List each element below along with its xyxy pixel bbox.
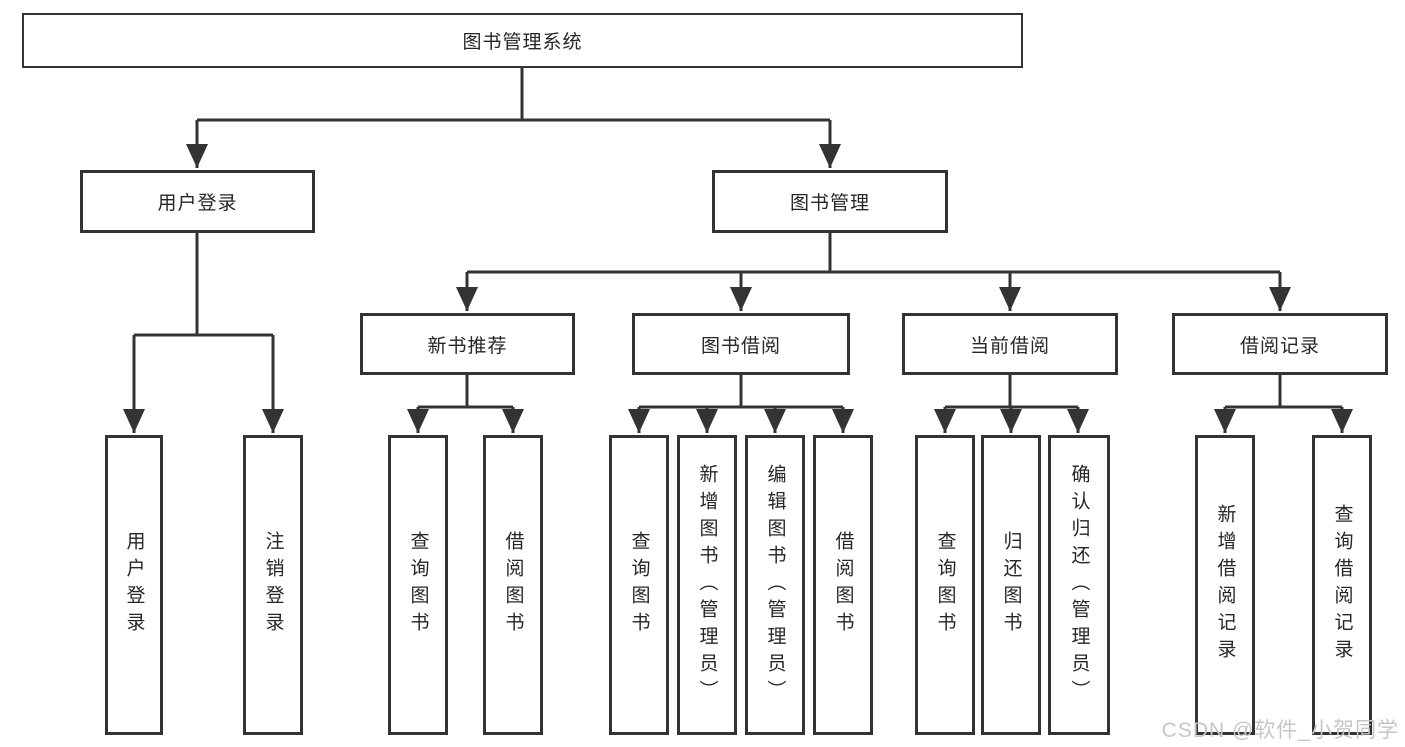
leaf-label: 确认归还（管理员） — [1068, 463, 1090, 707]
connector-current-borrow-children — [934, 375, 1089, 433]
node-label: 当前借阅 — [969, 335, 1050, 357]
connector-bus — [467, 233, 1280, 274]
leaf-label: 借阅图书 — [832, 531, 854, 639]
leaf-label: 查询图书 — [407, 531, 429, 639]
leaf-search-borrow-record: 查询借阅记录 — [1312, 435, 1372, 735]
connector-bus — [945, 375, 1078, 409]
leaf-return-books: 归还图书 — [981, 435, 1041, 735]
connector-root-to-level2 — [186, 68, 841, 168]
leaf-label: 新增借阅记录 — [1214, 504, 1236, 666]
node-user-login-branch: 用户登录 — [80, 170, 315, 233]
node-label: 新书推荐 — [427, 335, 508, 357]
leaf-edit-book-admin: 编辑图书（管理员） — [745, 435, 805, 735]
leaf-user-login: 用户登录 — [105, 435, 163, 735]
connector-book-borrow-children — [628, 375, 854, 433]
node-new-book-recommend: 新书推荐 — [360, 313, 575, 375]
connector-borrow-record-children — [1214, 375, 1353, 433]
node-label: 图书借阅 — [700, 335, 781, 357]
connector-new-book-children — [407, 375, 524, 433]
leaf-borrow-books: 借阅图书 — [813, 435, 873, 735]
leaf-label: 归还图书 — [1000, 531, 1022, 639]
leaf-label: 查询图书 — [628, 531, 650, 639]
leaf-logout: 注销登录 — [243, 435, 303, 735]
leaf-label: 查询借阅记录 — [1331, 504, 1353, 666]
leaf-borrow-books-recommend: 借阅图书 — [483, 435, 543, 735]
leaf-label: 新增图书（管理员） — [696, 463, 718, 707]
node-label: 图书管理 — [789, 193, 870, 214]
leaf-search-books-recommend: 查询图书 — [388, 435, 448, 735]
csdn-watermark: CSDN @软件_小贺同学 — [1161, 719, 1399, 742]
leaf-label: 查询图书 — [934, 531, 956, 639]
node-book-management-branch: 图书管理 — [712, 170, 948, 233]
leaf-label: 用户登录 — [123, 531, 145, 639]
leaf-label: 注销登录 — [262, 531, 284, 639]
node-label: 借阅记录 — [1239, 335, 1320, 357]
connector-bus — [1225, 375, 1342, 409]
node-current-borrow: 当前借阅 — [902, 313, 1118, 375]
connector-book-mgmt-children — [456, 233, 1291, 311]
node-borrow-records: 借阅记录 — [1172, 313, 1388, 375]
leaf-search-books-borrow: 查询图书 — [609, 435, 669, 735]
connector-bus — [418, 375, 513, 409]
leaf-confirm-return-admin: 确认归还（管理员） — [1048, 435, 1110, 735]
connector-user-login-children — [123, 233, 284, 433]
leaf-label: 编辑图书（管理员） — [764, 463, 786, 707]
leaf-label: 借阅图书 — [502, 531, 524, 639]
connector-bus — [134, 233, 273, 337]
leaf-search-books-current: 查询图书 — [915, 435, 975, 735]
leaf-add-borrow-record: 新增借阅记录 — [1195, 435, 1255, 735]
node-book-borrow: 图书借阅 — [632, 313, 850, 375]
connector-bus — [639, 375, 843, 409]
leaf-add-book-admin: 新增图书（管理员） — [677, 435, 737, 735]
connector-bus — [197, 68, 830, 122]
node-library-management-system: 图书管理系统 — [22, 13, 1023, 68]
node-label: 图书管理系统 — [462, 32, 583, 53]
node-label: 用户登录 — [157, 193, 238, 214]
